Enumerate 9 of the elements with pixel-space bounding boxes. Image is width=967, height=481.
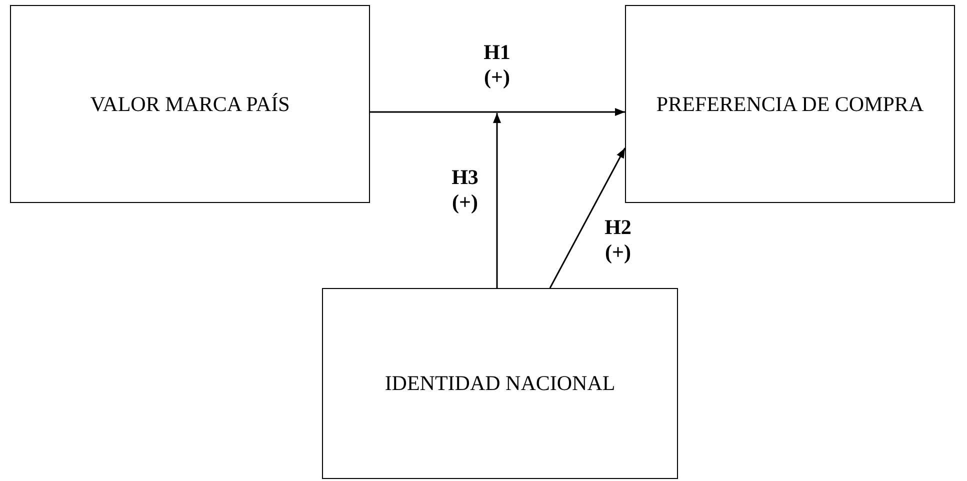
arrow: [493, 113, 501, 288]
concept-box: [322, 288, 678, 479]
concept-box: [10, 5, 370, 203]
arrow: [370, 108, 625, 116]
arrow: [549, 148, 626, 288]
concept-box: [625, 5, 955, 203]
concept-label: PREFERENCIA DE COMPRA: [655, 90, 925, 118]
concept-label: IDENTIDAD NACIONAL: [384, 370, 616, 397]
concept-label: VALOR MARCA PAÍS: [89, 90, 291, 118]
